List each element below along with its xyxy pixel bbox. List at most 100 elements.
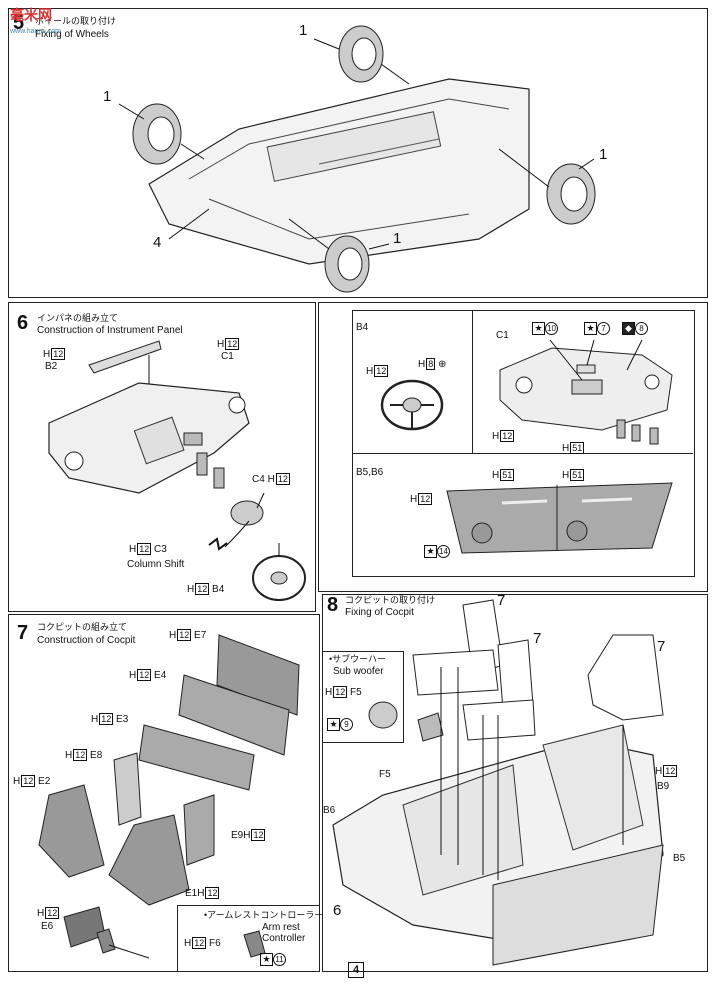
- part-label-1-left: 1: [103, 88, 112, 105]
- f5-label: F5: [379, 769, 391, 780]
- step5-panel: 5 ホイールの取り付け Fixing of Wheels 1 1 1 1 4: [8, 8, 708, 298]
- star14-label: ★14: [424, 545, 450, 558]
- c4-text: C4: [252, 474, 265, 485]
- h-number: 12: [195, 583, 210, 595]
- h-letter: H: [562, 443, 570, 454]
- c3-text: C3: [154, 544, 167, 555]
- h-letter: H: [65, 750, 73, 761]
- h-letter: H: [129, 544, 137, 555]
- subwoofer-title-en: Sub woofer: [333, 666, 384, 677]
- h-number: 12: [45, 907, 60, 919]
- h-letter: H: [562, 470, 570, 481]
- h-number: 8: [426, 358, 436, 370]
- h-number: 12: [137, 669, 152, 681]
- h-number: 12: [205, 887, 220, 899]
- watermark-logo: 毫米网: [10, 7, 52, 23]
- step5-number: 5: [13, 12, 25, 34]
- h-number: 51: [570, 442, 585, 454]
- e6-label: E6: [41, 921, 54, 932]
- h-letter: H: [418, 359, 426, 370]
- h-number: 12: [73, 749, 88, 761]
- six-label: 6: [333, 902, 342, 919]
- step6-title-en: Construction of Instrument Panel: [37, 325, 183, 336]
- star-icon: ★: [532, 322, 545, 335]
- seven-label-3: 7: [657, 638, 666, 655]
- subwoofer-title-ja: •サブウーハー: [329, 654, 386, 664]
- armrest-title-ja: •アームレストコントローラー: [204, 910, 324, 920]
- h-number: 51: [570, 469, 585, 481]
- star7-label: ★7: [584, 322, 610, 335]
- part-label-1-top: 1: [299, 22, 308, 39]
- star11-label: ★11: [260, 953, 286, 966]
- star10-label: ★10: [532, 322, 558, 335]
- star-icon: ★: [584, 322, 597, 335]
- f6-text: F6: [209, 938, 221, 949]
- e9-text: E9: [231, 830, 244, 841]
- b9-label: B9: [657, 781, 670, 792]
- h-letter: H: [91, 714, 99, 725]
- h-number: 12: [99, 713, 114, 725]
- wheel-bottom: [324, 235, 370, 293]
- circle-number: 7: [597, 322, 610, 335]
- h-letter: H: [655, 766, 663, 777]
- star-icon: ★: [327, 718, 340, 731]
- h-letter: H: [217, 339, 225, 350]
- b4-detail-title: B4: [356, 322, 369, 333]
- column-shift-label: Column Shift: [127, 559, 185, 570]
- step5-title-ja: ホイールの取り付け: [35, 16, 117, 26]
- e2-text: E2: [38, 776, 51, 787]
- circle-number: 8: [635, 322, 648, 335]
- h-number: 12: [275, 473, 290, 485]
- h-number: 12: [51, 348, 66, 360]
- part-label-1-right: 1: [599, 146, 608, 163]
- h-letter: H: [129, 670, 137, 681]
- h-letter: H: [492, 470, 500, 481]
- wheel-right: [546, 163, 596, 225]
- e1-text: E1: [185, 888, 198, 899]
- wheels-diagram: [118, 25, 596, 293]
- h-letter: H: [43, 349, 51, 360]
- c1-label: C1: [221, 351, 234, 362]
- metallic-icon: ◆: [622, 322, 635, 335]
- wheel-top: [338, 25, 384, 83]
- h-letter: H: [13, 776, 21, 787]
- star-icon: ★: [424, 545, 437, 558]
- armrest-title-en-2: Controller: [262, 933, 306, 944]
- step6-panel: 6 インパネの組み立て Construction of Instrument P…: [8, 302, 316, 612]
- h-number: 12: [251, 829, 266, 841]
- metal-8-label: ◆8: [622, 322, 648, 335]
- f5-text: F5: [350, 687, 362, 698]
- e3-text: E3: [116, 714, 129, 725]
- e7-text: E7: [194, 630, 207, 641]
- h-number: 12: [192, 937, 207, 949]
- door-panels-drawing: [446, 482, 673, 554]
- h-number: 12: [418, 493, 433, 505]
- b4-text: B4: [212, 584, 225, 595]
- watermark-url: www.haomi.com: [10, 28, 61, 35]
- circle-number: 11: [273, 953, 286, 966]
- toyota-emblem-icon: ⊕: [438, 359, 447, 370]
- h-letter: H: [410, 494, 418, 505]
- b2-label: B2: [45, 361, 58, 372]
- part-label-1-bottom: 1: [393, 230, 402, 247]
- h-letter: H: [267, 474, 275, 485]
- h-number: 12: [225, 338, 240, 350]
- h-letter: H: [37, 908, 45, 919]
